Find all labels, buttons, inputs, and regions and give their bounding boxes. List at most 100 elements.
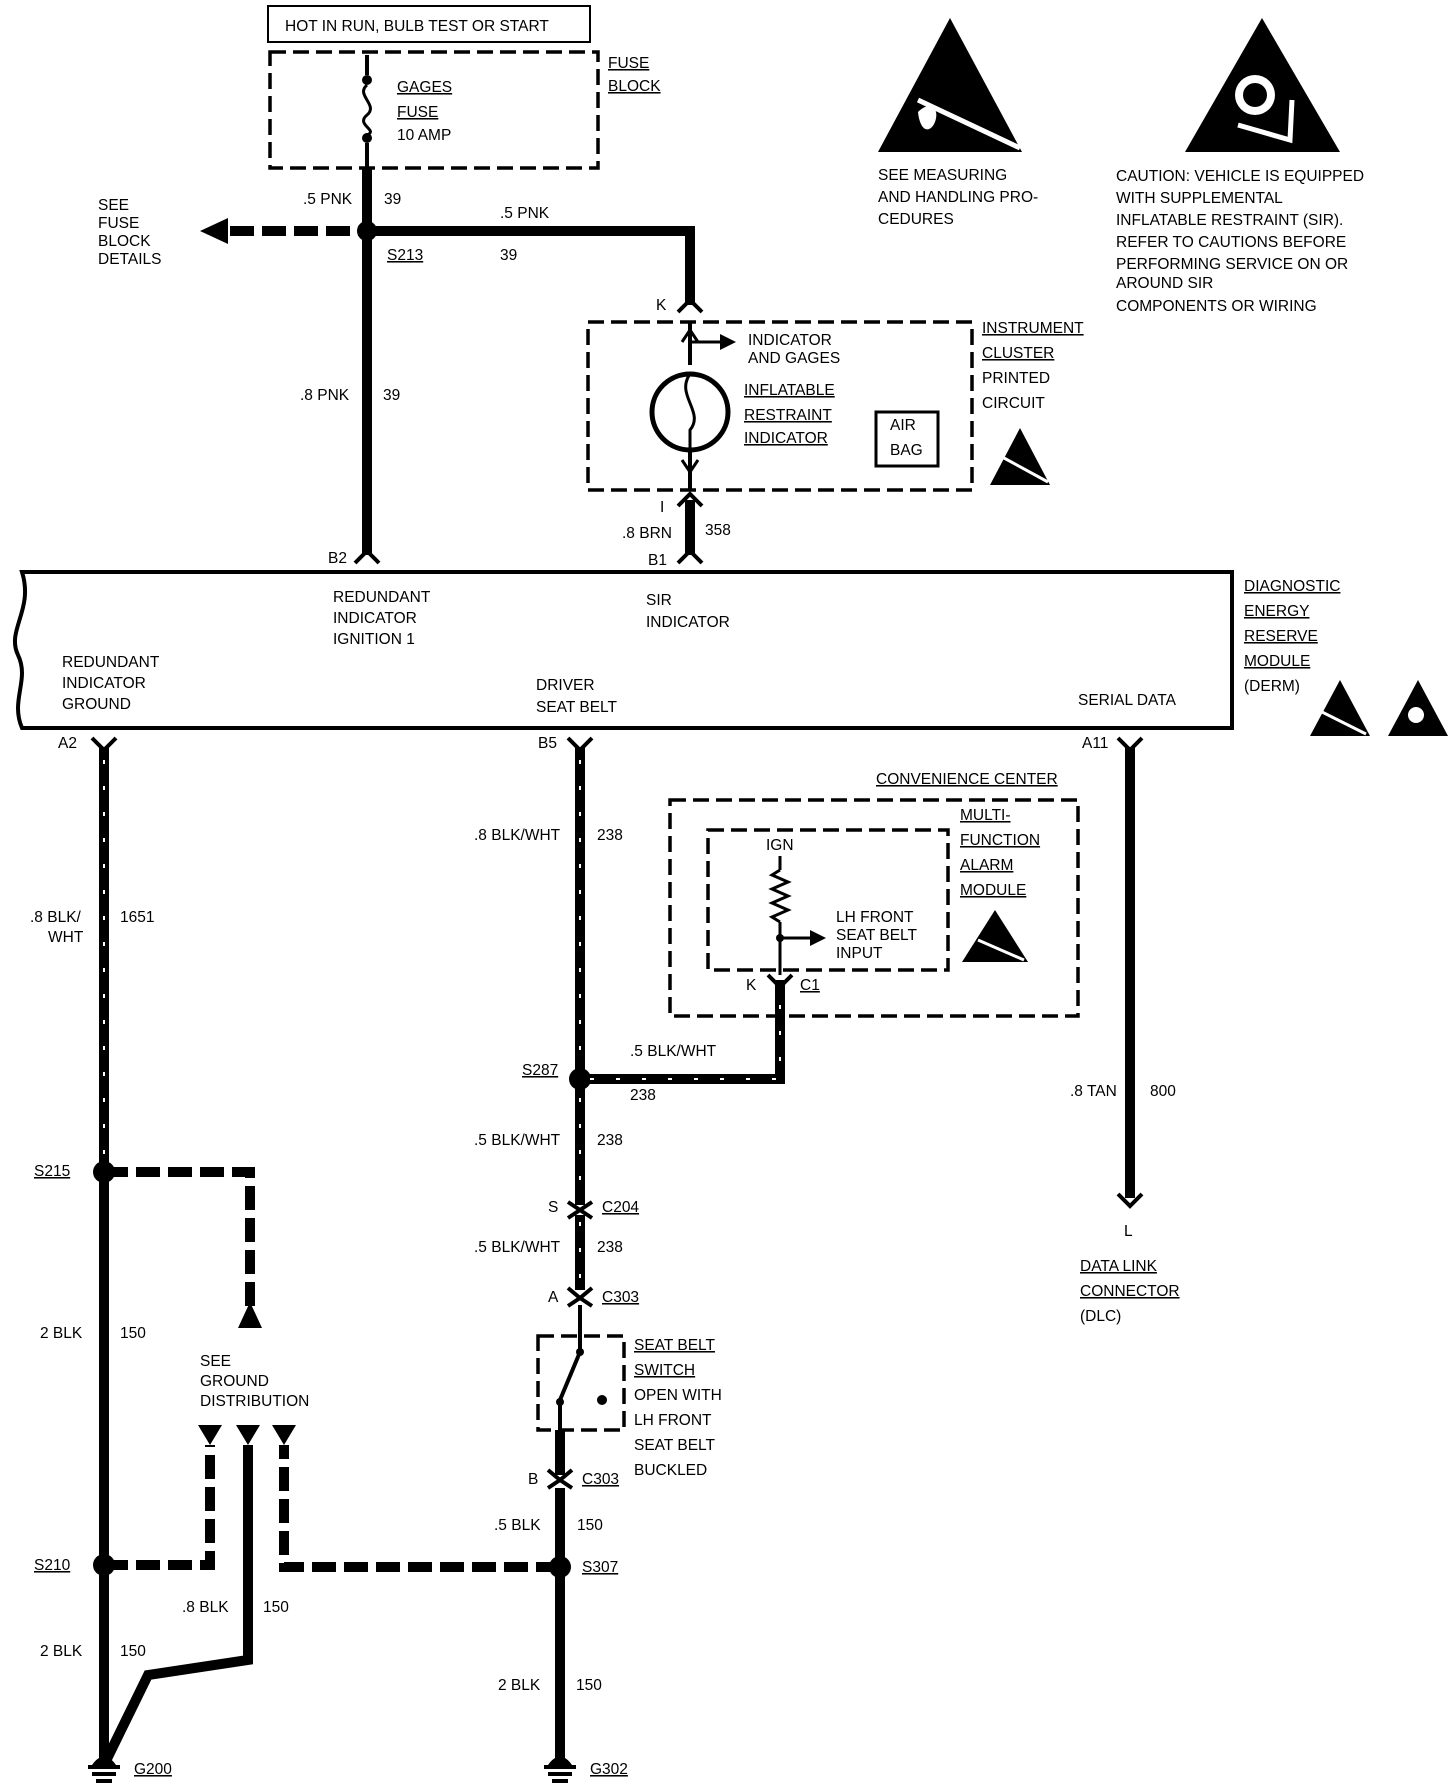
fuse-block-label-1: FUSE <box>608 55 649 72</box>
svg-text:SEE: SEE <box>98 197 129 214</box>
svg-text:SIR: SIR <box>646 592 672 609</box>
fuse-icon <box>362 83 372 137</box>
svg-text:PERFORMING SERVICE ON OR: PERFORMING SERVICE ON OR <box>1116 256 1348 273</box>
svg-text:SERIAL DATA: SERIAL DATA <box>1078 692 1177 709</box>
svg-text:GROUND: GROUND <box>62 696 131 713</box>
cluster-pin-i: I <box>660 499 664 516</box>
svg-text:C1: C1 <box>800 977 820 994</box>
svg-text:MODULE: MODULE <box>1244 653 1310 670</box>
wire-s215-ground-dist <box>104 1167 255 1310</box>
derm-pin-b1: B1 <box>648 552 667 569</box>
svg-text:INDICATOR: INDICATOR <box>62 675 146 692</box>
derm-airbag-icon <box>1388 680 1448 736</box>
wire-label-blkwht-5b: .5 BLK/WHT <box>474 1239 561 1256</box>
svg-text:CLUSTER: CLUSTER <box>982 345 1054 362</box>
wire-label-blkwht-mid: .8 BLK/WHT <box>474 827 561 844</box>
wire-ckt-pnk-top: 39 <box>500 247 517 264</box>
alarm-esd-icon <box>962 910 1028 962</box>
svg-text:MODULE: MODULE <box>960 882 1026 899</box>
ground-arrow-1-icon <box>198 1425 222 1445</box>
derm-pin-b5: B5 <box>538 735 557 752</box>
seat-belt-switch <box>536 1334 626 1432</box>
svg-text:RESERVE: RESERVE <box>1244 628 1318 645</box>
splice-s287-label: S287 <box>522 1062 558 1079</box>
wire-ckt-tan: 800 <box>1150 1083 1176 1100</box>
wire-label-pnk-8: .8 PNK <box>300 387 350 404</box>
fuse-block: GAGES FUSE 10 AMP FUSE BLOCK <box>268 50 661 170</box>
resistor-icon <box>768 868 792 924</box>
arrow-input-icon <box>810 930 826 946</box>
svg-text:BAG: BAG <box>890 442 923 459</box>
svg-text:COMPONENTS OR WIRING: COMPONENTS OR WIRING <box>1116 298 1317 315</box>
svg-text:MULTI-: MULTI- <box>960 807 1011 824</box>
svg-text:PRINTED: PRINTED <box>982 370 1050 387</box>
c303a-label: C303 <box>602 1289 639 1306</box>
connector-derm-b1 <box>676 548 704 565</box>
svg-text:GROUND: GROUND <box>200 1373 269 1390</box>
svg-text:SEAT BELT: SEAT BELT <box>634 1337 716 1354</box>
svg-text:WITH SUPPLEMENTAL: WITH SUPPLEMENTAL <box>1116 190 1283 207</box>
wire-ckt-blk2-c: 150 <box>576 1677 602 1694</box>
svg-text:DIAGNOSTIC: DIAGNOSTIC <box>1244 578 1340 595</box>
cluster-pin-k: K <box>656 297 667 314</box>
svg-text:SEE: SEE <box>200 1353 231 1370</box>
svg-text:CAUTION: VEHICLE IS EQUIPPED: CAUTION: VEHICLE IS EQUIPPED <box>1116 168 1364 185</box>
svg-text:AIR: AIR <box>890 417 916 434</box>
svg-text:K: K <box>746 977 757 994</box>
c303b-pin: B <box>528 1471 538 1488</box>
svg-text:INDICATOR: INDICATOR <box>333 610 417 627</box>
instrument-cluster: INDICATOR AND GAGES INFLATABLE RESTRAINT… <box>586 320 974 492</box>
wire-ckt-blk2-b: 150 <box>120 1643 146 1660</box>
arrow-right-icon <box>720 334 736 350</box>
wire-ckt-pnk-fuse: 39 <box>384 191 401 208</box>
splice-s213-label: S213 <box>387 247 423 264</box>
wire-ckt-blkwht-branch: 238 <box>630 1087 656 1104</box>
fuse-name: GAGES <box>397 79 452 96</box>
svg-text:SEAT BELT: SEAT BELT <box>536 699 618 716</box>
wire-label-blk5: .5 BLK <box>494 1517 541 1534</box>
derm-pin-b2: B2 <box>328 550 347 567</box>
svg-text:DRIVER: DRIVER <box>536 677 595 694</box>
splice-s210-label: S210 <box>34 1557 71 1574</box>
wire-s210-ground-dist <box>104 1445 215 1570</box>
wire-238-branch <box>580 980 785 1084</box>
esd-small-icon <box>990 428 1050 485</box>
svg-text:INDICATOR: INDICATOR <box>748 332 832 349</box>
svg-text:AND HANDLING PRO-: AND HANDLING PRO- <box>878 189 1038 206</box>
wire-label-blk2-c: 2 BLK <box>498 1677 541 1694</box>
fuse-block-label-2: BLOCK <box>608 78 661 95</box>
wire-label-tan: .8 TAN <box>1070 1083 1117 1100</box>
wire-39-pnk-cluster <box>367 226 695 305</box>
wire-label-brn: .8 BRN <box>622 525 672 542</box>
svg-text:SEE MEASURING: SEE MEASURING <box>878 167 1007 184</box>
svg-text:DATA LINK: DATA LINK <box>1080 1258 1158 1275</box>
wire-label-blk2-a: 2 BLK <box>40 1325 83 1342</box>
ground-g200-icon <box>88 1756 120 1783</box>
air-bag-lamp <box>874 410 940 468</box>
wire-label-blkwht-branch: .5 BLK/WHT <box>630 1043 717 1060</box>
wire-ckt-blk8: 150 <box>263 1599 289 1616</box>
wire-ckt-brn: 358 <box>705 522 731 539</box>
airbag-warning-icon <box>1185 18 1340 152</box>
svg-text:DISTRIBUTION: DISTRIBUTION <box>200 1393 309 1410</box>
derm-pin-a11: A11 <box>1082 735 1108 752</box>
svg-text:ENERGY: ENERGY <box>1244 603 1309 620</box>
svg-text:IGN: IGN <box>766 837 794 854</box>
wire-label-pnk-fuse: .5 PNK <box>303 191 353 208</box>
svg-text:BUCKLED: BUCKLED <box>634 1462 707 1479</box>
ground-g302-icon <box>544 1756 576 1783</box>
connector-dlc-l <box>1116 1192 1144 1209</box>
wire-ckt-blkwht-left: 1651 <box>120 909 154 926</box>
arrow-up-icon <box>238 1302 262 1328</box>
svg-text:INDICATOR: INDICATOR <box>646 614 730 631</box>
svg-text:(DLC): (DLC) <box>1080 1308 1121 1325</box>
svg-text:INSTRUMENT: INSTRUMENT <box>982 320 1084 337</box>
derm-esd-icon <box>1310 680 1370 736</box>
svg-text:LH FRONT: LH FRONT <box>634 1412 712 1429</box>
arrow-left-icon <box>200 218 228 244</box>
derm-module: REDUNDANT INDICATOR IGNITION 1 SIR INDIC… <box>12 570 1234 730</box>
svg-text:AND GAGES: AND GAGES <box>748 350 840 367</box>
c204-label: C204 <box>602 1199 639 1216</box>
wire-label-blkwht-left-a: .8 BLK/ <box>30 909 82 926</box>
